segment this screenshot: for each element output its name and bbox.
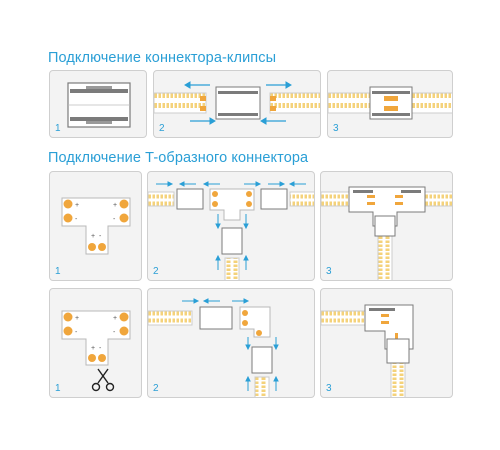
section-title-clip-connector: Подключение коннектора-клипсы <box>48 50 277 66</box>
panel-t-step-2: 2 <box>147 171 315 281</box>
corner-insert-illustration <box>148 298 279 397</box>
corner-connected-illustration <box>321 304 414 397</box>
svg-text:-: - <box>113 216 116 223</box>
arrow-icon <box>156 181 306 270</box>
panel-clip-step-2: 2 <box>153 70 321 138</box>
step-number: 2 <box>159 123 165 134</box>
svg-text:+: + <box>91 233 95 240</box>
step-number: 1 <box>55 266 61 277</box>
arrow-icon <box>184 81 292 125</box>
clip-connector-illustration <box>67 82 131 128</box>
svg-text:-: - <box>75 216 78 223</box>
t-connected-illustration <box>321 186 452 280</box>
step-number: 1 <box>55 123 61 134</box>
step-number: 3 <box>333 123 339 134</box>
t-insert-illustration <box>148 181 314 280</box>
svg-text:-: - <box>99 345 102 352</box>
t-connector-cut-illustration: +- +- +- <box>61 310 131 392</box>
panel-clip-step-1: 1 <box>49 70 147 138</box>
svg-text:+: + <box>113 202 117 209</box>
step-number: 2 <box>153 266 159 277</box>
panel-clip-step-3: 3 <box>327 70 453 138</box>
panel-corner-step-2: 2 <box>147 288 315 398</box>
svg-text:-: - <box>99 233 102 240</box>
arrow-icon <box>182 298 279 391</box>
clip-connected-illustration <box>328 86 452 120</box>
clip-insert-illustration <box>154 81 320 125</box>
svg-text:+: + <box>113 315 117 322</box>
scissors-icon <box>91 368 115 392</box>
svg-text:-: - <box>113 329 116 336</box>
t-connector-illustration: +- +- +- <box>61 197 131 255</box>
panel-corner-step-3: 3 <box>320 288 453 398</box>
section-title-t-connector: Подключение T-образного коннектора <box>48 150 309 166</box>
svg-text:+: + <box>91 345 95 352</box>
panel-corner-step-1: +- +- +- 1 <box>49 288 142 398</box>
svg-text:+: + <box>75 202 79 209</box>
step-number: 3 <box>326 266 332 277</box>
svg-text:+: + <box>75 315 79 322</box>
panel-t-step-3: 3 <box>320 171 453 281</box>
step-number: 3 <box>326 383 332 394</box>
step-number: 1 <box>55 383 61 394</box>
svg-text:-: - <box>75 329 78 336</box>
panel-t-step-1: +- +- +- 1 <box>49 171 142 281</box>
step-number: 2 <box>153 383 159 394</box>
